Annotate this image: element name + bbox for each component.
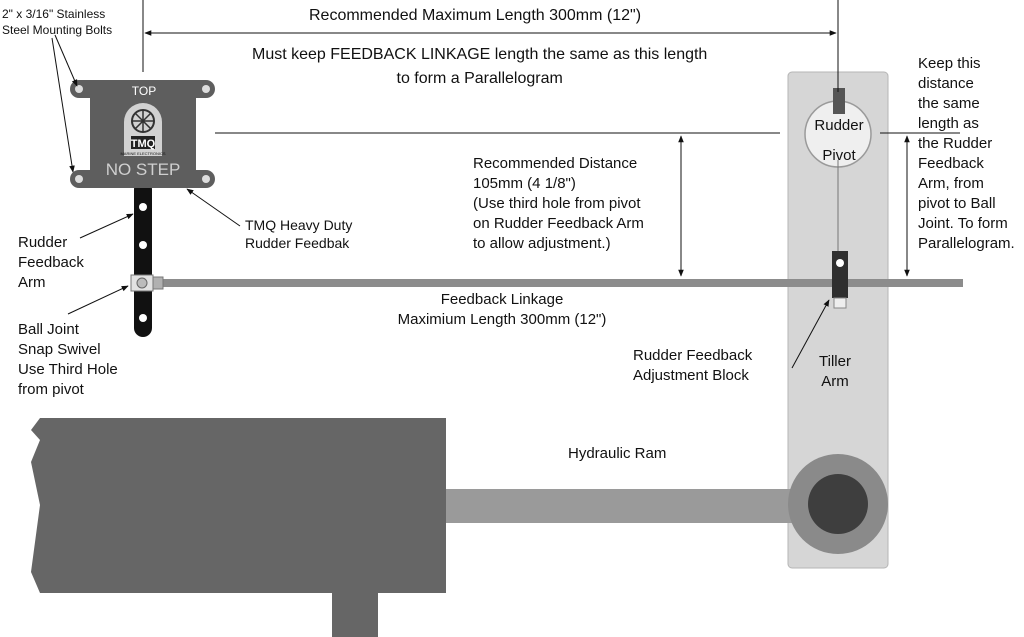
keep-distance-line: the Rudder [918, 135, 993, 152]
recommended-distance-line: on Rudder Feedback Arm [473, 215, 644, 232]
recommended-distance-line: (Use third hole from pivot [473, 195, 641, 212]
tmq-heavy-duty-label: TMQ Heavy Duty Rudder Feedbak [245, 216, 352, 252]
rudder-feedback-arm-line: Feedback [18, 254, 84, 271]
tmq-heavy-duty-line: TMQ Heavy Duty [245, 217, 353, 233]
tmq-heavy-duty-line: Rudder Feedbak [245, 235, 350, 251]
leader-tmq [186, 188, 241, 227]
ball-joint-line: Snap Swivel [18, 341, 101, 358]
feedback-linkage-bar [150, 279, 963, 287]
hydraulic-ram-label: Hydraulic Ram [568, 445, 667, 462]
rudder-feedback-arm-line: Rudder [18, 234, 68, 251]
tiller-arm-label: Tiller Arm [818, 352, 852, 392]
hydraulic-ram-body [31, 418, 446, 593]
rudder-pivot-tab [833, 88, 845, 114]
rudder-feedback-arm-line: Arm [18, 274, 46, 291]
ram-mount [332, 593, 378, 637]
keep-distance-line: pivot to Ball [918, 195, 996, 212]
must-keep-line: Must keep FEEDBACK LINKAGE length the sa… [252, 46, 708, 63]
tiller-arm-line: Tiller [819, 353, 851, 370]
max-length-label: Recommended Maximum Length 300mm (12") [309, 7, 642, 24]
leader-adjust-block [791, 299, 830, 369]
ball-joint-collar [152, 276, 164, 290]
recommended-distance-label: Recommended Distance 105mm (4 1/8") (Use… [473, 154, 644, 254]
keep-distance-line: Keep this [918, 55, 981, 72]
unit-no-step-label: NO STEP [106, 160, 181, 179]
rudder-pivot-line: Rudder [814, 117, 864, 134]
keep-distance-label: Keep this distance the same length as th… [918, 54, 1015, 254]
feedback-linkage-line: Maximium Length 300mm (12") [397, 311, 607, 328]
leader-bolts-1 [54, 34, 78, 87]
unit-logo-sub: MARINE ELECTRONICS [120, 151, 165, 156]
wheel-spokes [132, 110, 154, 132]
bolt-top-right [202, 85, 210, 93]
must-keep-label: Must keep FEEDBACK LINKAGE length the sa… [252, 43, 707, 91]
rudder-pivot-label: Rudder Pivot [812, 111, 866, 171]
arm-hole-2 [139, 241, 147, 249]
recommended-distance-line: 105mm (4 1/8") [473, 175, 576, 192]
leader-ball-joint [67, 285, 129, 315]
bolt-bottom-right [202, 175, 210, 183]
recommended-distance-line: Recommended Distance [473, 155, 638, 172]
logo-plate [131, 136, 155, 149]
adjustment-block-line: Adjustment Block [633, 367, 749, 384]
ball-joint-ball [136, 277, 148, 289]
adjustment-block [832, 251, 848, 298]
keep-distance-line: distance [918, 75, 974, 92]
adjustment-block-hole [836, 259, 844, 267]
ball-joint-label: Ball Joint Snap Swivel Use Third Hole fr… [18, 320, 118, 400]
keep-distance-line: length as [918, 115, 979, 132]
bolts-label-line: 2" x 3/16" Stainless [2, 7, 106, 21]
leader-bolts-2 [51, 37, 75, 173]
keep-distance-line: Parallelogram. [918, 235, 1015, 252]
adjustment-block-bolt [833, 297, 847, 309]
ball-joint-line: Ball Joint [18, 321, 79, 338]
rudder-feedback-arm-label: Rudder Feedback Arm [18, 233, 84, 293]
keep-distance-line: Arm, from [918, 175, 984, 192]
arm-hole-4 [139, 314, 147, 322]
bolts-label: 2" x 3/16" Stainless Steel Mounting Bolt… [2, 6, 112, 38]
feedback-linkage-label: Feedback Linkage Maximium Length 300mm (… [386, 290, 618, 330]
ram-eye-inner [808, 474, 868, 534]
rudder-pivot-line: Pivot [822, 147, 856, 164]
bolts-label-line: Steel Mounting Bolts [2, 23, 113, 37]
adjustment-block-line: Rudder Feedback [633, 347, 753, 364]
keep-distance-line: the same [918, 95, 980, 112]
tiller-arm-line: Arm [821, 373, 849, 390]
leader-rudder-arm [79, 213, 134, 239]
unit-top-label: TOP [132, 84, 156, 98]
must-keep-line: to form a Parallelogram [396, 70, 563, 87]
keep-distance-line: Joint. To form [918, 215, 1008, 232]
ball-joint-line: Use Third Hole [18, 361, 118, 378]
bolt-top-left [75, 85, 83, 93]
adjustment-block-label: Rudder Feedback Adjustment Block [633, 346, 752, 386]
keep-distance-line: Feedback [918, 155, 984, 172]
ball-joint-line: from pivot [18, 381, 84, 398]
rudder-feedback-arm [134, 180, 152, 337]
recommended-distance-line: to allow adjustment.) [473, 235, 611, 252]
feedback-linkage-line: Feedback Linkage [440, 291, 564, 308]
arm-hole-1 [139, 203, 147, 211]
unit-logo: TMQ [131, 138, 156, 150]
bolt-bottom-left [75, 175, 83, 183]
hydraulic-ram-rod [446, 489, 798, 523]
